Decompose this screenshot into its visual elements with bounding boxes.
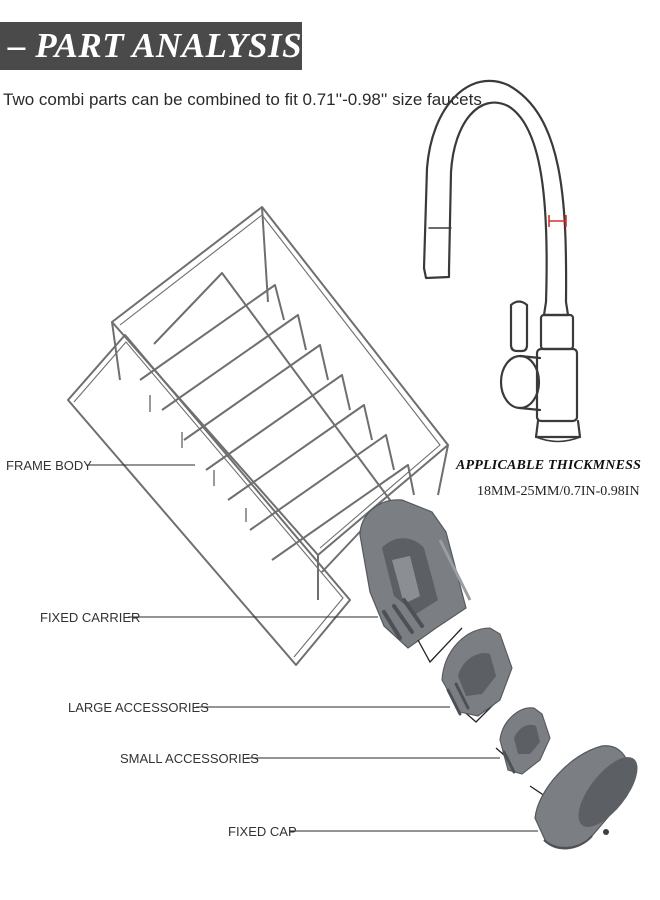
fixed-carrier-part: [360, 500, 470, 648]
small-accessories-part: [500, 708, 550, 774]
fixed-cap-part: [535, 746, 648, 849]
label-fixed-carrier: FIXED CARRIER: [40, 610, 140, 625]
thickness-title: APPLICABLE THICKMNESS: [456, 458, 641, 474]
label-small-accessories: SMALL ACCESSORIES: [120, 751, 259, 766]
label-fixed-cap: FIXED CAP: [228, 824, 297, 839]
label-frame-body: FRAME BODY: [6, 458, 92, 473]
thickness-value: 18MM-25MM/0.7IN-0.98IN: [477, 484, 640, 500]
label-large-accessories: LARGE ACCESSORIES: [68, 700, 209, 715]
faucet-illustration: [424, 81, 580, 442]
large-accessories-part: [442, 628, 512, 716]
